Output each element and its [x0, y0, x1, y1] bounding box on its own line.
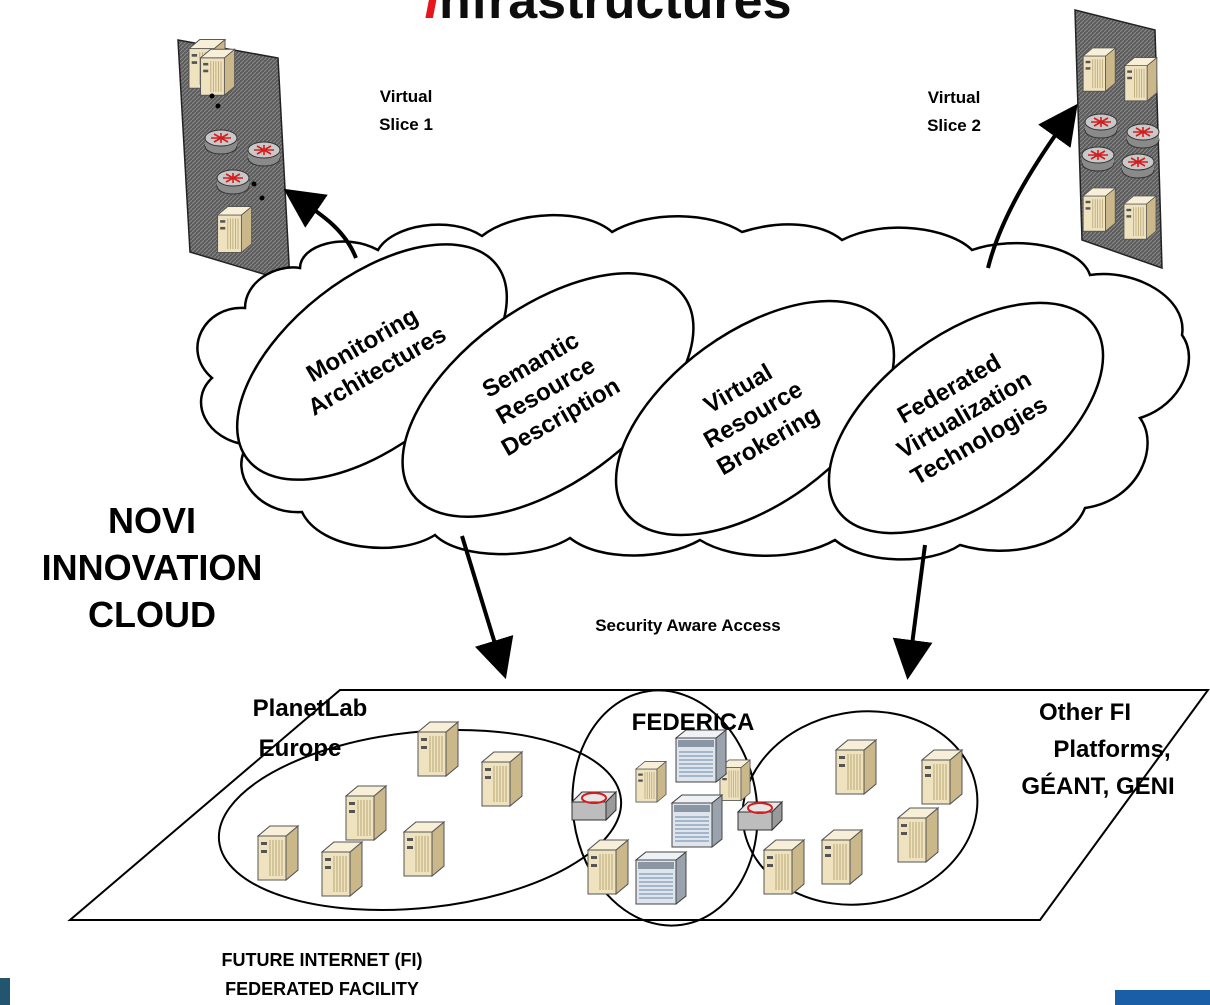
server-icon — [921, 749, 963, 805]
virtual-slice-1-panel — [177, 39, 291, 284]
ellipse-monitoring: Monitoring Architectures — [235, 243, 509, 481]
router-icon — [1084, 113, 1118, 139]
server-icon — [345, 785, 387, 841]
other-fi-label-line3: GÉANT, GENI — [1021, 772, 1174, 800]
router-icon — [1081, 146, 1115, 172]
planetlab-ellipse — [217, 728, 623, 912]
server-icon — [1123, 195, 1157, 240]
server-icon — [1082, 47, 1116, 92]
federica-ellipse — [571, 689, 759, 927]
access-arrow-right — [892, 544, 933, 680]
footer-right-accent — [1115, 990, 1210, 1005]
ellipse-semantic: Semantic Resource Description — [401, 272, 695, 518]
federica-label: FEDERICA — [632, 709, 755, 736]
cloud-name-line3: CLOUD — [88, 594, 216, 635]
arrow-to-slice-2 — [986, 103, 1078, 269]
router-icon — [1126, 123, 1160, 149]
slice-1-label-line2: Slice 1 — [379, 115, 433, 134]
slice-2-label-line1: Virtual — [928, 88, 981, 107]
cloud-name-line1: NOVI — [108, 500, 196, 541]
page-title: Infrastructures — [424, 0, 791, 30]
ellipse-virtual-brokering: Virtual Resource Brokering — [614, 299, 896, 537]
title-accent-letter: I — [424, 0, 440, 30]
slice-1-label-line1: Virtual — [380, 87, 433, 106]
router-icon — [247, 141, 281, 167]
server-icon — [763, 839, 805, 895]
router-icon — [216, 169, 250, 195]
server-icon — [321, 841, 363, 897]
server-icon — [200, 48, 236, 96]
mx480-router-icon — [635, 851, 687, 905]
arrow-to-slice-1 — [283, 188, 358, 259]
security-aware-access-label: Security Aware Access — [595, 616, 781, 635]
server-icon — [403, 821, 445, 877]
mx480-router-icon — [671, 794, 723, 848]
slice-2-label-line2: Slice 2 — [927, 116, 981, 135]
server-icon — [481, 751, 523, 807]
title-rest: nfrastructures — [439, 0, 792, 30]
server-icon — [417, 721, 459, 777]
server-icon — [821, 829, 863, 885]
server-icon — [257, 825, 299, 881]
server-icon — [1124, 57, 1158, 102]
router-icon — [1121, 153, 1155, 179]
server-icon — [635, 761, 667, 803]
cloud-name-line2: INNOVATION — [42, 547, 263, 588]
virtual-slice-2-panel — [1074, 9, 1163, 270]
access-arrow-left — [460, 535, 514, 680]
facility-label-line1: FUTURE INTERNET (FI) — [222, 950, 423, 970]
facility-label-line2: FEDERATED FACILITY — [225, 979, 419, 999]
planetlab-label-line1: PlanetLab — [253, 695, 368, 722]
server-icon — [217, 206, 253, 253]
server-icon — [587, 839, 629, 895]
planetlab-label-line2: Europe — [259, 735, 342, 762]
mx480-router-icon — [675, 729, 727, 783]
footer-left-accent — [0, 978, 10, 1005]
ellipse-federated: Federated Virtualization Technologies — [827, 301, 1105, 535]
server-icon — [835, 739, 877, 795]
other-fi-label-line2: Platforms, — [1053, 736, 1170, 763]
switch-icon — [737, 801, 783, 831]
router-icon — [204, 129, 238, 155]
switch-icon — [571, 791, 617, 821]
server-icon — [1082, 187, 1116, 232]
other-fi-label-line1: Other FI — [1039, 699, 1131, 726]
server-icon — [897, 807, 939, 863]
